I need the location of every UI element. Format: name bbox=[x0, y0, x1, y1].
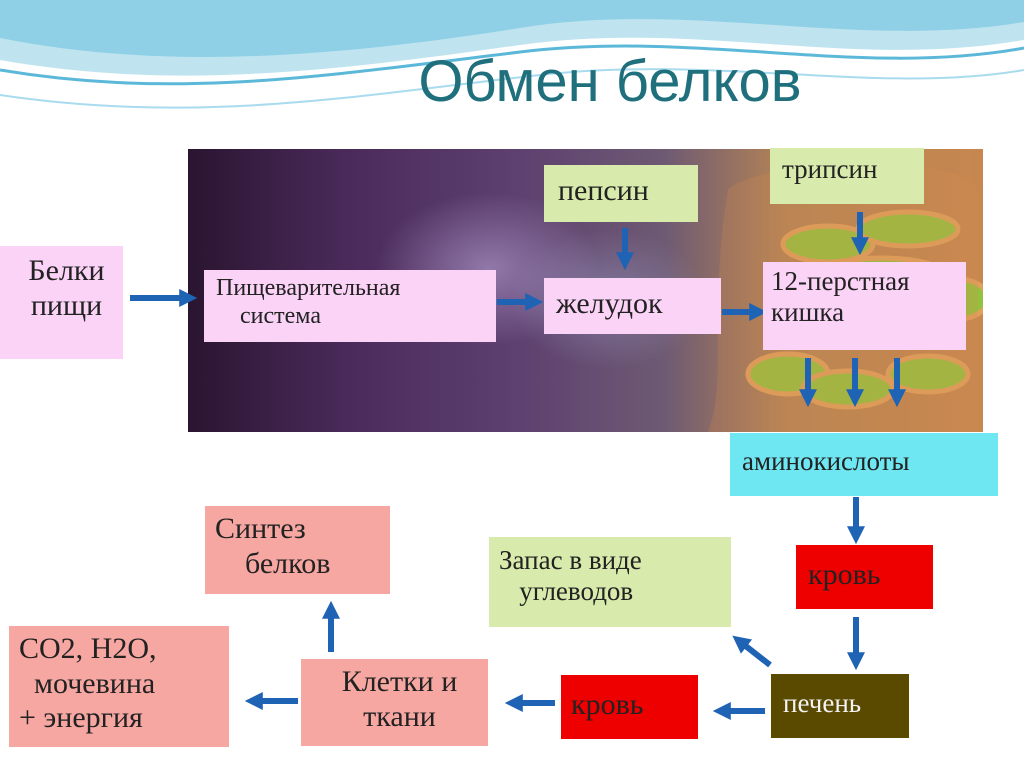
duodenum-label: 12-перстная кишка bbox=[771, 266, 910, 328]
amino-acids-label: аминокислоты bbox=[742, 446, 910, 476]
stomach-box: желудок bbox=[544, 278, 721, 334]
end-products-label: CO2, H2O, мочевина + энергия bbox=[19, 632, 157, 734]
protein-food-label: Белки пищи bbox=[28, 254, 105, 322]
blood-bottom-label: кровь bbox=[571, 688, 644, 721]
trypsin-label: трипсин bbox=[782, 154, 878, 184]
digestive-system-box: Пищеварительная система bbox=[204, 270, 496, 342]
carb-storage-box: Запас в виде углеводов bbox=[489, 537, 731, 627]
header-waves bbox=[0, 0, 1024, 109]
pepsin-box: пепсин bbox=[544, 165, 698, 222]
page-title: Обмен белков bbox=[418, 49, 802, 114]
blood-top-box: кровь bbox=[796, 545, 933, 609]
cells-tissues-label: Клетки и ткани bbox=[341, 665, 458, 733]
end-products-box: CO2, H2O, мочевина + энергия bbox=[9, 626, 229, 747]
protein-food-box: Белки пищи bbox=[0, 246, 123, 359]
blood-bottom-box: кровь bbox=[561, 675, 698, 739]
cells-tissues-box: Клетки и ткани bbox=[301, 659, 488, 746]
trypsin-box: трипсин bbox=[770, 148, 924, 204]
digestive-system-label: Пищеварительная система bbox=[216, 275, 401, 329]
protein-synthesis-box: Синтез белков bbox=[205, 506, 390, 594]
liver-box: печень bbox=[771, 674, 909, 738]
carb-storage-label: Запас в виде углеводов bbox=[499, 545, 642, 607]
duodenum-box: 12-перстная кишка bbox=[763, 262, 966, 350]
pepsin-label: пепсин bbox=[558, 174, 649, 207]
stomach-label: желудок bbox=[556, 287, 663, 320]
protein-synthesis-label: Синтез белков bbox=[215, 512, 331, 580]
liver-label: печень bbox=[783, 688, 862, 718]
amino-acids-box: аминокислоты bbox=[730, 433, 998, 496]
blood-top-label: кровь bbox=[808, 558, 881, 591]
